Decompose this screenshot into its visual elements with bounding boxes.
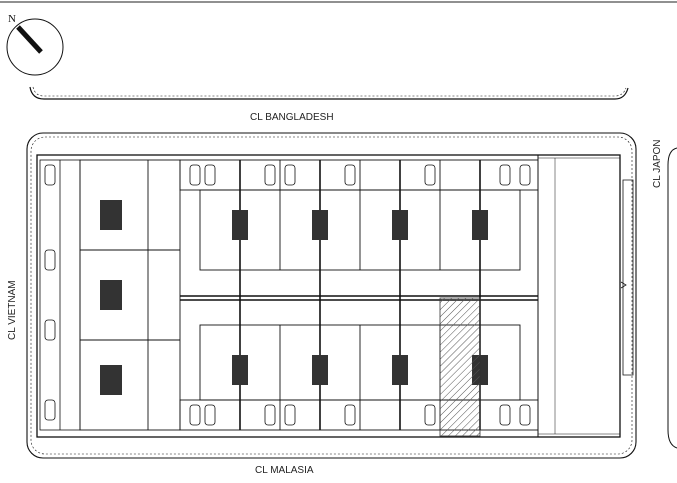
west-parking [39, 159, 81, 431]
street-label-east: CL JAPON [652, 139, 663, 188]
north-street-curb [29, 86, 629, 100]
parked-cars [44, 164, 531, 426]
street-label-south: CL MALASIA [255, 465, 314, 476]
north-label: N [8, 13, 16, 25]
north-compass: N [6, 13, 64, 76]
highlighted-unit [439, 297, 481, 437]
block-outer-outline [26, 132, 637, 459]
street-label-west: CL VIETNAM [7, 280, 18, 340]
east-street-curb [667, 147, 677, 449]
stair-cores [100, 200, 488, 395]
west-building [79, 159, 181, 431]
lot-boundary [36, 154, 621, 438]
north-building-row [179, 159, 539, 271]
street-label-north: CL BANGLADESH [250, 112, 334, 123]
east-sidewalk [622, 179, 634, 376]
internal-road [180, 295, 538, 301]
south-building-row [179, 324, 539, 431]
